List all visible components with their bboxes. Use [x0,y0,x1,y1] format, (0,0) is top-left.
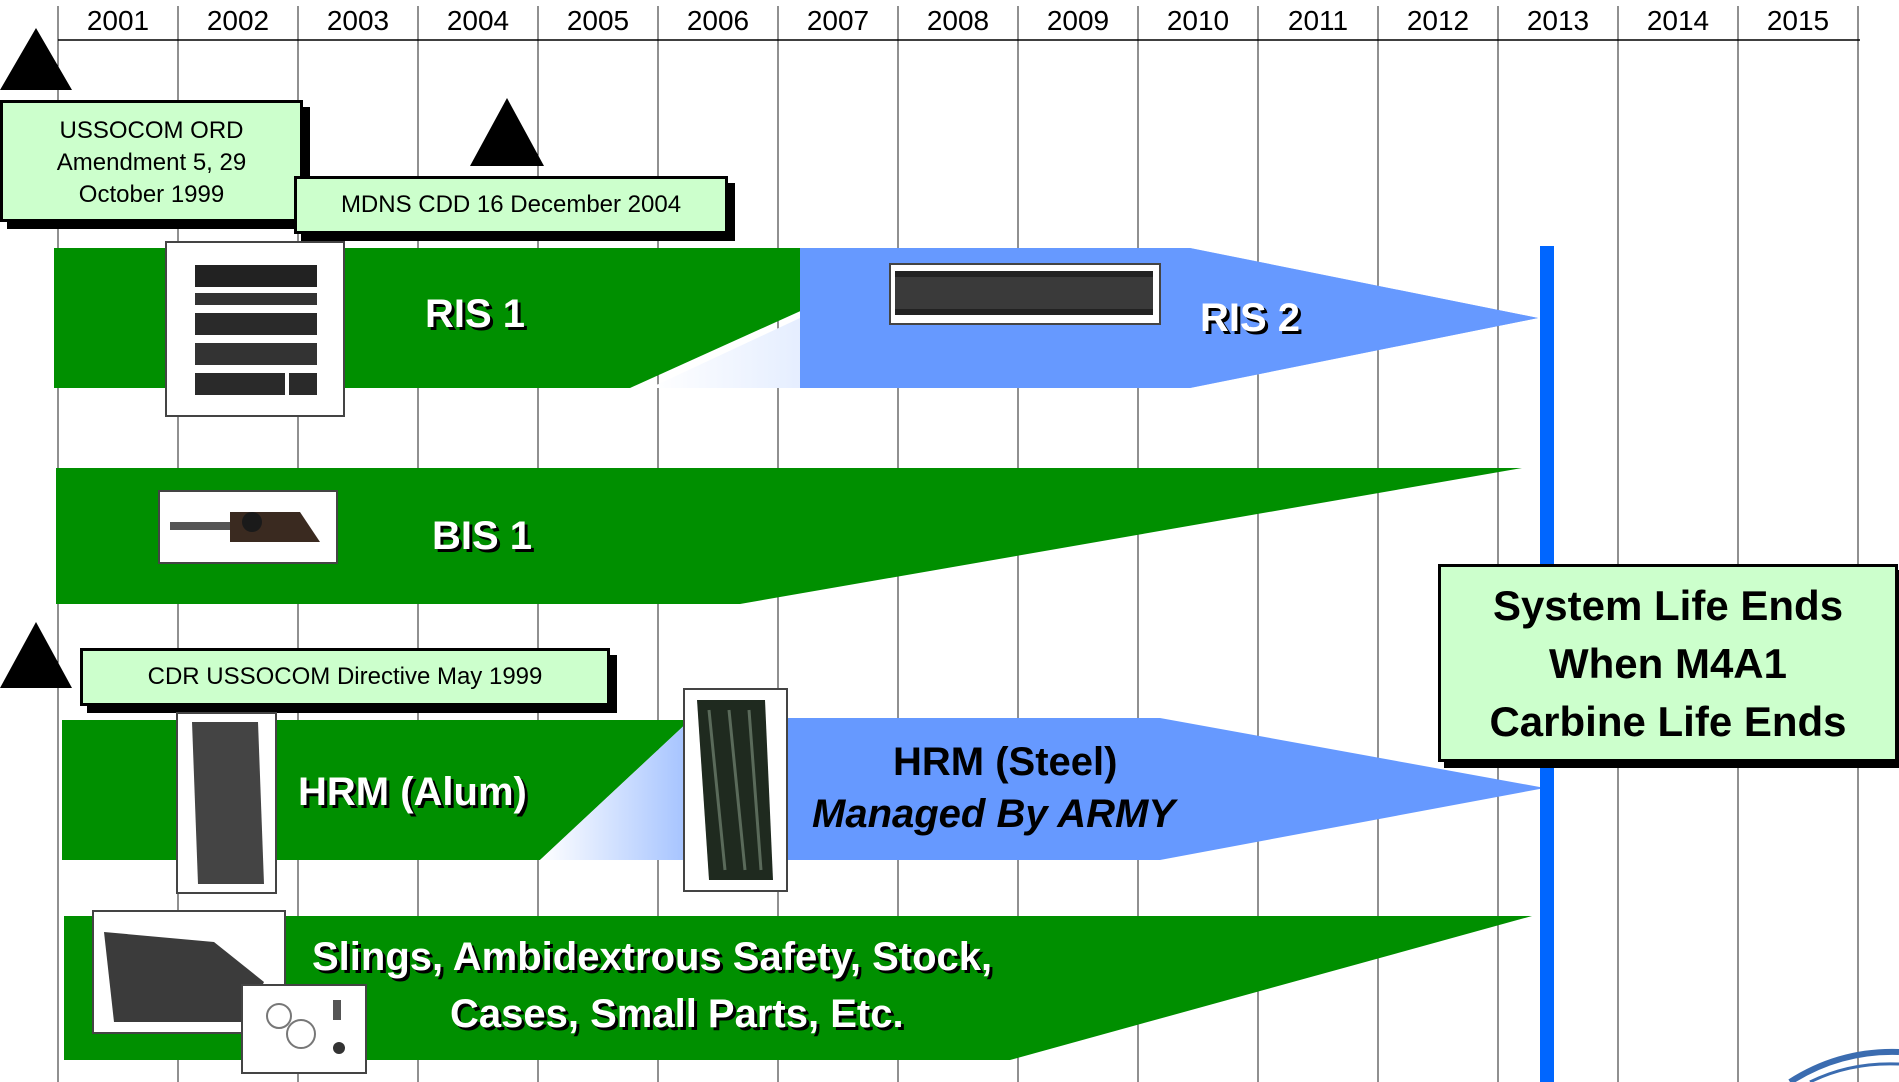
ord-amendment-line-2: Amendment 5, 29 [56,149,247,176]
misc-label-line-1: Slings, Ambidextrous Safety, Stock, [312,935,993,979]
cdr-milestone-triangle [0,622,72,688]
hrm-alum-label: HRM (Alum) [298,770,527,814]
hrm-steel-magazine-photo [683,688,788,892]
cdr-directive-box: CDR USSOCOM Directive May 1999 [80,648,610,706]
year-label: 2006 [686,5,750,36]
ord-amendment-line-1: USSOCOM ORD [59,117,244,144]
misc-bar [64,916,1532,1060]
bis1-label: BIS 1 [432,514,533,558]
system-life-ends-box: System Life Ends When M4A1 Carbine Life … [1438,564,1898,762]
year-label: 2005 [566,5,630,36]
year-label: 2001 [86,5,150,36]
ris1-rail-photo [165,241,345,417]
mdns-cdd-label: MDNS CDD 16 December 2004 [340,191,682,218]
cdr-directive-label: CDR USSOCOM Directive May 1999 [147,663,543,690]
system-life-line-2: When M4A1 [1548,640,1787,687]
ord-amendment-box: USSOCOM ORD Amendment 5, 29 October 1999 [0,100,303,222]
ris2-rail-photo [889,263,1161,325]
logo-swoosh [1788,1048,1899,1082]
system-life-line-3: Carbine Life Ends [1489,698,1847,745]
mdns-milestone-triangle [470,98,544,166]
mdns-cdd-box: MDNS CDD 16 December 2004 [294,176,728,234]
year-label: 2002 [206,5,270,36]
year-label: 2003 [326,5,390,36]
ris1-label: RIS 1 [425,292,526,336]
ris2-label: RIS 2 [1200,296,1301,340]
misc-label-line-2: Cases, Small Parts, Etc. [450,992,904,1036]
year-label: 2013 [1526,5,1590,36]
bis1-sight-photo [158,490,338,564]
year-label: 2004 [446,5,510,36]
year-label: 2014 [1646,5,1710,36]
year-label: 2009 [1046,5,1110,36]
ord-amendment-line-3: October 1999 [78,181,225,208]
year-label: 2015 [1766,5,1830,36]
hrm-steel-label: HRM (Steel) [893,740,1118,784]
year-label: 2007 [806,5,870,36]
small-parts-photo [241,984,367,1074]
logo-swoosh-2 [1809,1062,1899,1082]
year-label: 2008 [926,5,990,36]
ord-milestone-triangle [0,28,72,90]
bis1-bar [56,468,1522,604]
year-label: 2011 [1287,5,1349,36]
hrm-steel-bar [700,718,1545,860]
year-label: 2012 [1406,5,1470,36]
hrm-alum-magazine-photo [176,712,277,894]
year-label: 2010 [1166,5,1230,36]
hrm-steel-note: Managed By ARMY [812,792,1176,836]
system-life-line-1: System Life Ends [1492,582,1844,629]
